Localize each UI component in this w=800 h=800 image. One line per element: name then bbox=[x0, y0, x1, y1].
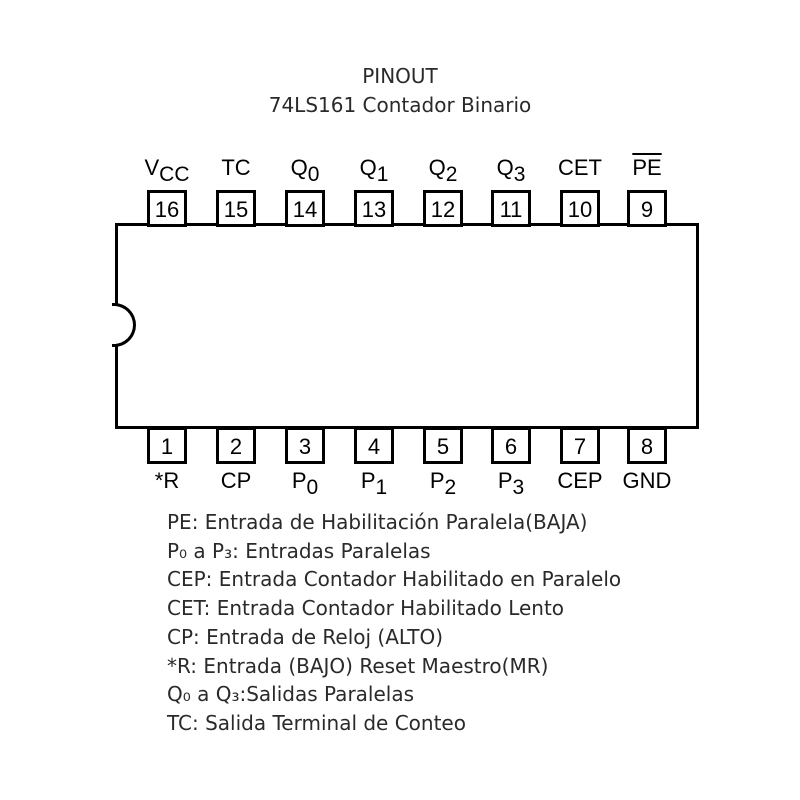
pin-5: 5 bbox=[423, 427, 463, 464]
legend-line: PE: Entrada de Habilitación Paralela(BAJ… bbox=[167, 510, 588, 534]
legend-line: P₀ a P₃: Entradas Paralelas bbox=[167, 538, 431, 563]
pin-label-13: Q1 bbox=[359, 155, 389, 186]
pin-label-12: Q2 bbox=[428, 155, 458, 186]
pin-14: 14 bbox=[285, 190, 325, 227]
pin-label-4: P1 bbox=[360, 468, 388, 499]
legend-line: *R: Entrada (BAJO) Reset Maestro(MR) bbox=[167, 653, 549, 678]
pin-label-15: TC bbox=[221, 155, 251, 180]
pin-3: 3 bbox=[285, 427, 325, 464]
pin-label-8: GND bbox=[622, 468, 672, 493]
diagram-subtitle: 74LS161 Contador Binario bbox=[268, 93, 532, 117]
pin-15: 15 bbox=[216, 190, 256, 227]
pin-label-7: CEP bbox=[557, 468, 603, 493]
ic-chip-body bbox=[115, 223, 699, 429]
pin-label-11: Q3 bbox=[496, 155, 526, 186]
legend-line: Q₀ a Q₃:Salidas Paralelas bbox=[167, 682, 415, 707]
legend-line: TC: Salida Terminal de Conteo bbox=[167, 710, 466, 735]
pin-2: 2 bbox=[216, 427, 256, 464]
pin-label-2: CP bbox=[220, 468, 252, 493]
pin-13: 13 bbox=[354, 190, 394, 227]
pin-7: 7 bbox=[560, 427, 600, 464]
legend-line: CEP: Entrada Contador Habilitado en Para… bbox=[167, 567, 622, 592]
legend-line: CET: Entrada Contador Habilitado Lento bbox=[167, 596, 565, 621]
pin-8: 8 bbox=[627, 427, 667, 464]
pin-6: 6 bbox=[491, 427, 531, 464]
pin-1: 1 bbox=[147, 427, 187, 464]
pin-label-10: CET bbox=[558, 155, 602, 180]
pin-16: 16 bbox=[147, 190, 187, 227]
pin-label-1: *R bbox=[154, 468, 180, 493]
pin-4: 4 bbox=[354, 427, 394, 464]
pin-9: 9 bbox=[627, 190, 667, 227]
pin-label-9: PE bbox=[632, 155, 662, 180]
diagram-title: PINOUT bbox=[362, 64, 438, 88]
pin-label-5: P2 bbox=[429, 468, 457, 499]
pin-11: 11 bbox=[491, 190, 531, 227]
pin-12: 12 bbox=[423, 190, 463, 227]
pin-label-6: P3 bbox=[497, 468, 525, 499]
pin-legend: PE: Entrada de Habilitación Paralela(BAJ… bbox=[167, 508, 621, 738]
legend-line: CP: Entrada de Reloj (ALTO) bbox=[167, 624, 444, 649]
pin-label-3: P0 bbox=[291, 468, 319, 499]
pin-label-14: Q0 bbox=[290, 155, 320, 186]
pin-10: 10 bbox=[560, 190, 600, 227]
pin-label-16: VCC bbox=[144, 155, 190, 186]
